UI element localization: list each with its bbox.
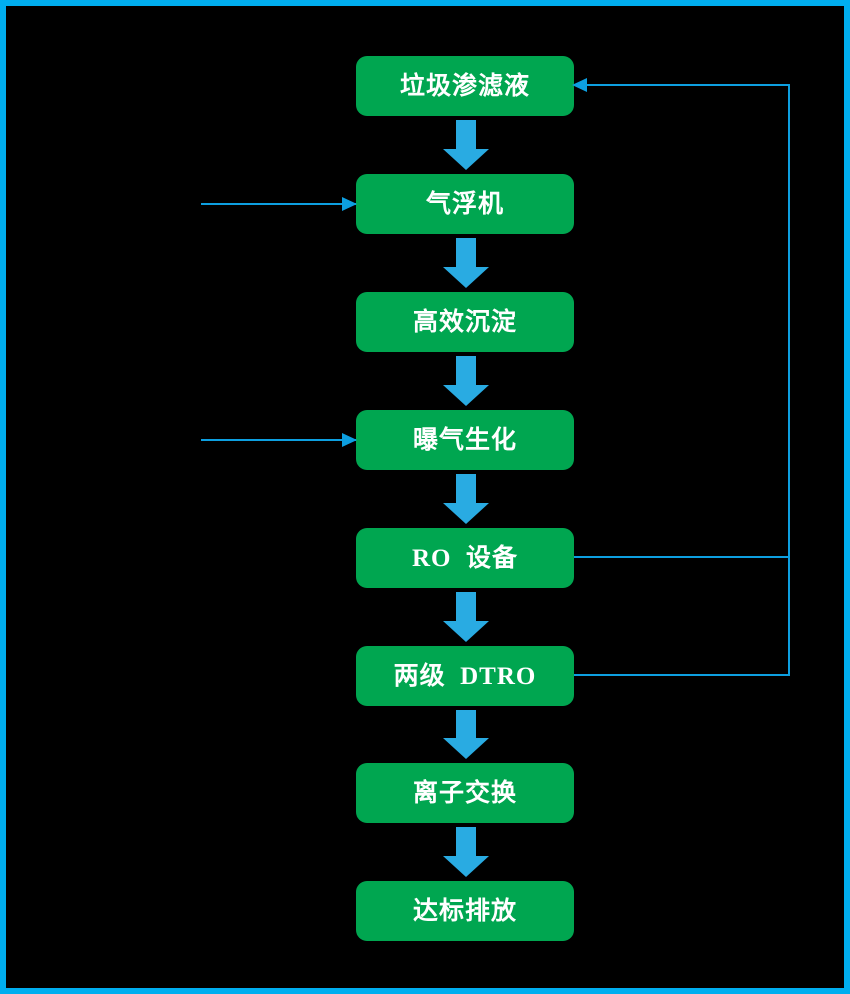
- input-arrow-to-aerobic-biochemical: [201, 433, 357, 447]
- feedback-line-from-ro-equipment: [574, 556, 790, 558]
- process-node-two-stage-dtro[interactable]: 两级 DTRO: [356, 646, 574, 706]
- flow-arrow-down-icon-3: [443, 356, 489, 406]
- process-node-air-flotation[interactable]: 气浮机: [356, 174, 574, 234]
- process-node-waste-leachate[interactable]: 垃圾渗滤液: [356, 56, 574, 116]
- node-label: 离子交换: [412, 779, 517, 807]
- node-label: RO 设备: [411, 544, 518, 572]
- process-node-compliant-discharge[interactable]: 达标排放: [356, 881, 574, 941]
- node-label: 两级 DTRO: [393, 662, 537, 690]
- arrow-head-right-icon: [342, 433, 357, 447]
- feedback-line-top-horizontal: [586, 84, 790, 86]
- node-label: 垃圾渗滤液: [399, 72, 530, 100]
- arrow-head-left-icon: [572, 78, 587, 92]
- process-node-ro-equipment[interactable]: RO 设备: [356, 528, 574, 588]
- flow-arrow-down-icon-5: [443, 592, 489, 642]
- process-node-high-efficiency-sedimentation[interactable]: 高效沉淀: [356, 292, 574, 352]
- node-label: 高效沉淀: [412, 308, 517, 336]
- arrow-head-right-icon: [342, 197, 357, 211]
- feedback-line-vertical: [788, 84, 790, 675]
- process-node-aerobic-biochemical[interactable]: 曝气生化: [356, 410, 574, 470]
- flow-arrow-down-icon-1: [443, 120, 489, 170]
- input-arrow-to-air-flotation: [201, 197, 357, 211]
- process-node-ion-exchange[interactable]: 离子交换: [356, 763, 574, 823]
- node-label: 曝气生化: [412, 426, 517, 454]
- flow-arrow-down-icon-7: [443, 827, 489, 877]
- node-label: 气浮机: [425, 190, 504, 218]
- flow-arrow-down-icon-6: [443, 710, 489, 759]
- flow-arrow-down-icon-2: [443, 238, 489, 288]
- flow-arrow-down-icon-4: [443, 474, 489, 524]
- feedback-line-from-two-stage-dtro: [574, 674, 790, 676]
- node-label: 达标排放: [412, 897, 517, 925]
